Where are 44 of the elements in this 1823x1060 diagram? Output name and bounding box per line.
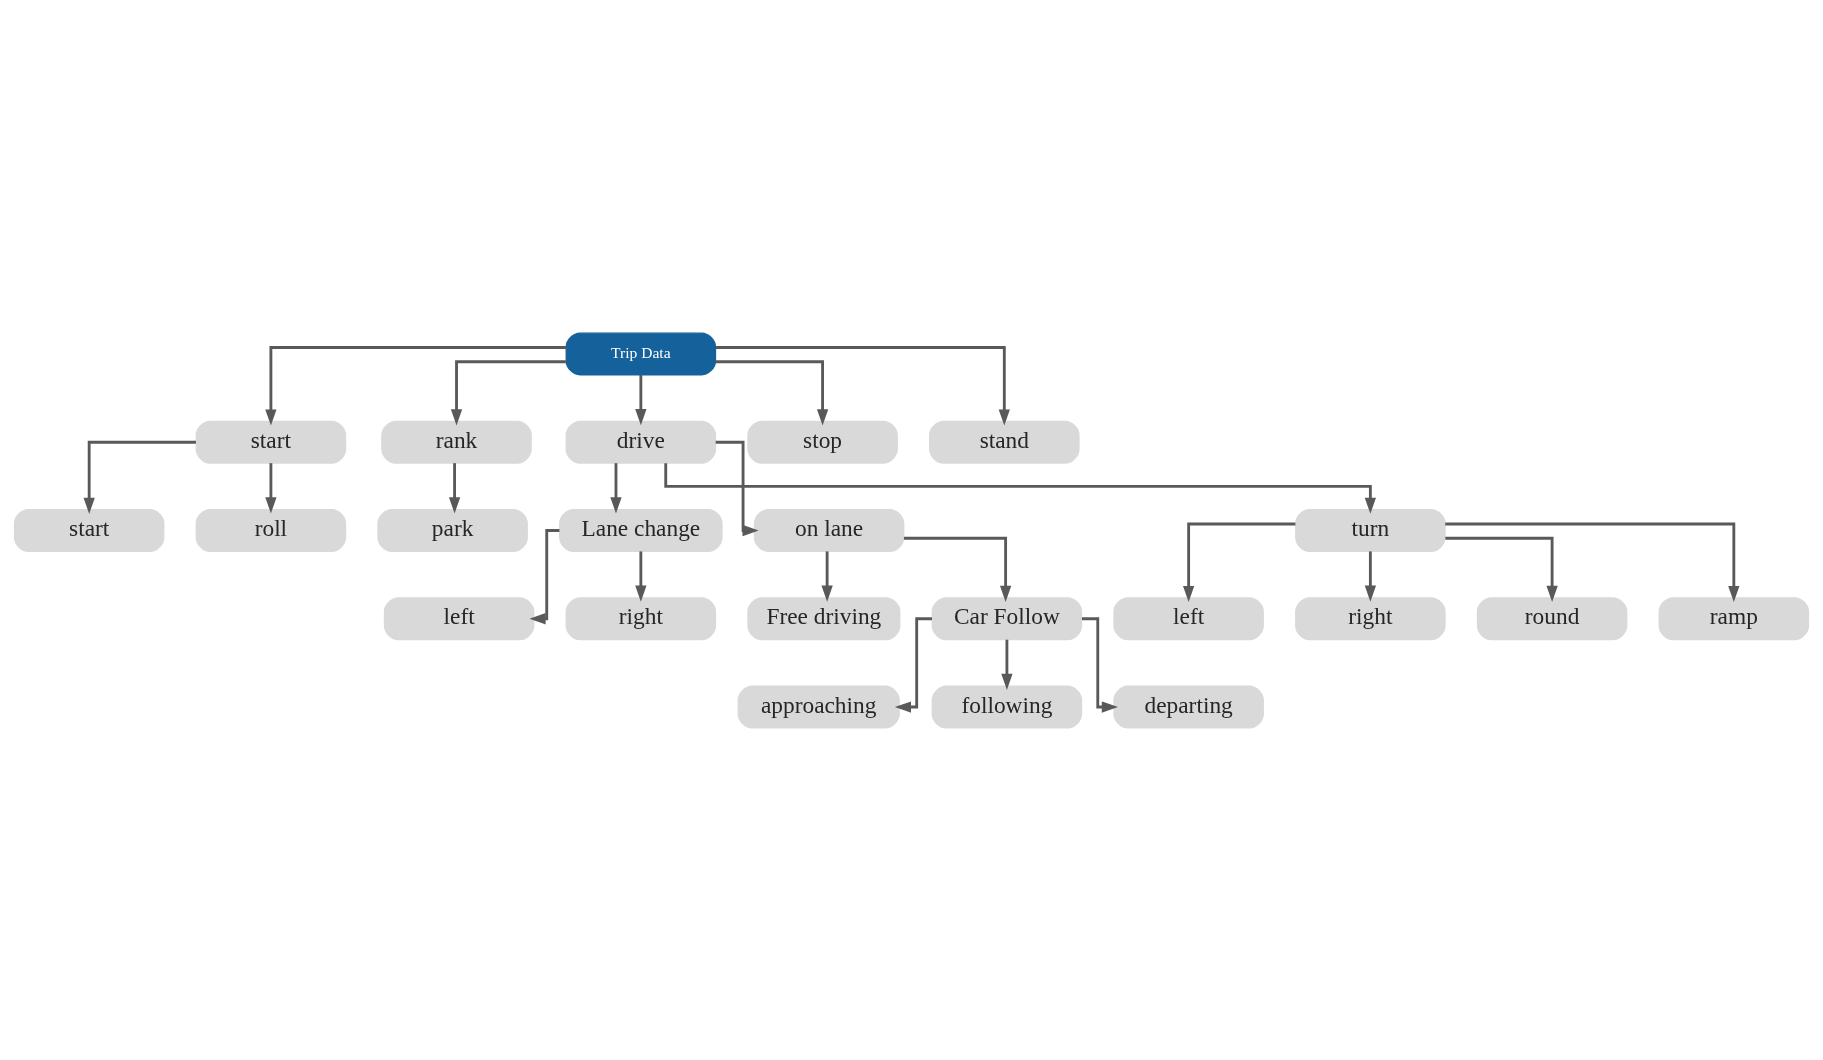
arrow <box>1183 522 1296 602</box>
arrow <box>715 440 759 536</box>
node-box: Free driving <box>747 596 901 640</box>
arrow <box>610 462 622 513</box>
node-box: left <box>383 596 535 640</box>
node-box: right <box>565 596 717 640</box>
arrow <box>529 528 560 624</box>
arrow <box>1445 536 1558 602</box>
arrow <box>1364 550 1376 602</box>
arrow <box>715 359 829 425</box>
arrow <box>1001 639 1013 690</box>
arrow <box>894 616 932 713</box>
node-box: approaching <box>737 685 900 728</box>
node-box: stop <box>747 420 898 464</box>
arrow <box>450 359 566 425</box>
node-box: start <box>13 508 165 552</box>
arrow <box>903 536 1012 602</box>
node-box: ramp <box>1658 596 1810 640</box>
arrow <box>83 440 196 514</box>
node-box: Lane change <box>559 508 723 552</box>
node-box: roll <box>195 508 347 552</box>
node-box: park <box>377 508 528 552</box>
arrow <box>635 550 647 602</box>
node-box: following <box>931 685 1083 728</box>
arrow <box>821 550 833 602</box>
arrow <box>265 345 566 426</box>
arrow <box>265 462 277 513</box>
arrow <box>1445 522 1740 602</box>
arrow <box>635 374 647 425</box>
node-box: Car Follow <box>931 596 1083 640</box>
node-box: drive <box>565 420 717 464</box>
node-box: round <box>1476 596 1628 640</box>
arrow <box>1081 616 1118 713</box>
arrow <box>448 462 461 513</box>
node-box: right <box>1295 596 1446 640</box>
node-box: on lane <box>753 508 905 552</box>
arrow <box>715 345 1010 426</box>
node-box: Trip Data <box>565 332 717 375</box>
node-box: turn <box>1295 508 1446 552</box>
node-box: departing <box>1113 685 1264 728</box>
node-box: left <box>1113 596 1264 640</box>
node-box: rank <box>381 420 532 464</box>
node-box: start <box>195 420 347 464</box>
node-box: stand <box>929 420 1080 464</box>
